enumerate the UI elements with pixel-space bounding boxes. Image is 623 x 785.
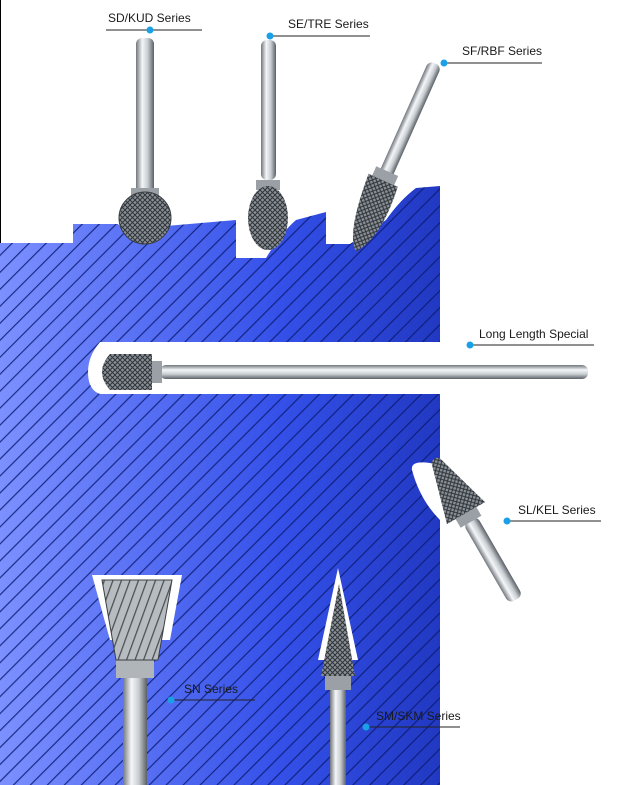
leader-dots [146,26,511,731]
label-long-length: Long Length Special [479,327,589,341]
sf-rbf-burr [352,62,440,252]
long-length-burr [102,354,588,390]
leader-lines [106,29,601,728]
se-tre-burr [248,40,288,250]
label-se-tre: SE/TRE Series [288,17,369,31]
sd-kud-burr [118,38,172,245]
sn-burr [101,579,173,785]
label-sm-skm: SM/SKM Series [376,709,461,723]
sl-kel-burr [431,457,521,602]
label-sd-kud: SD/KUD Series [108,11,191,25]
label-sn: SN Series [184,682,239,696]
workpiece-block [0,186,623,785]
sm-skm-burr [321,584,355,785]
label-sl-kel: SL/KEL Series [518,503,596,517]
label-sf-rbf: SF/RBF Series [462,44,543,58]
